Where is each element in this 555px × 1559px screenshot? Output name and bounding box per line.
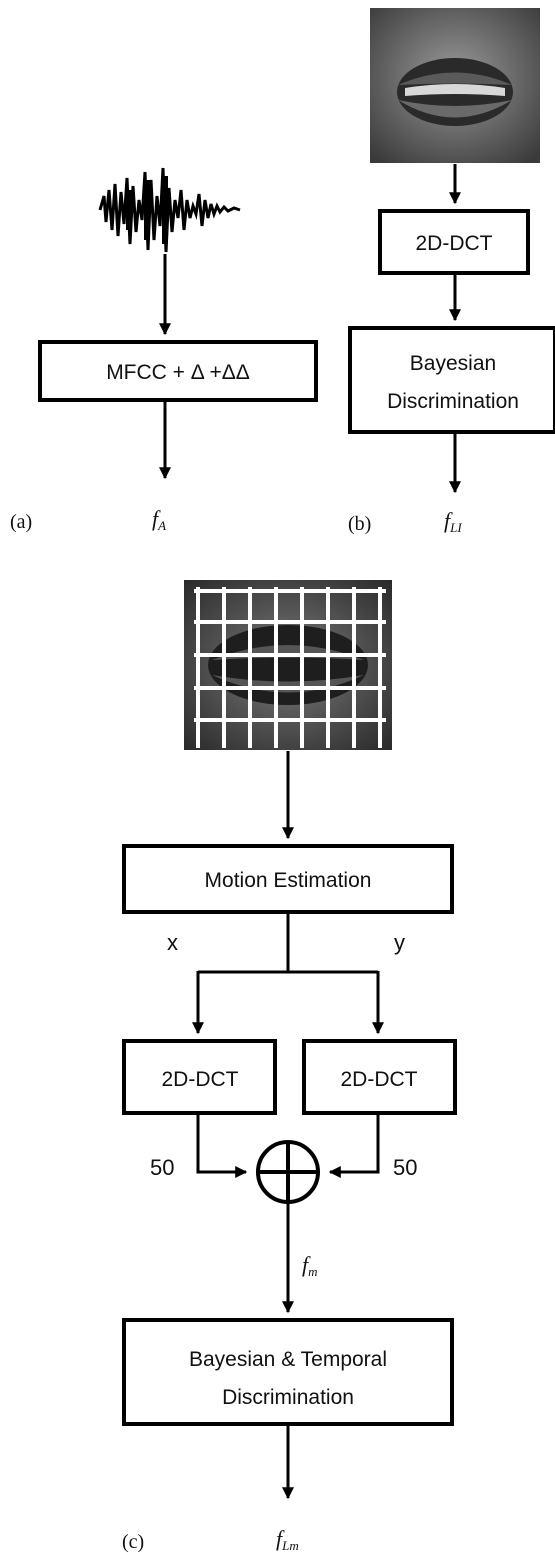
bayesian-box-b-line2: Discrimination (387, 390, 519, 413)
dct-box-b-label: 2D-DCT (416, 232, 493, 255)
mid-var-fm: fm (302, 1252, 318, 1279)
bayesian-box-b (348, 326, 555, 434)
gridded-mouth-photo-icon (184, 580, 392, 750)
motion-split-lines (198, 914, 378, 974)
bayesian-box-b-line1: Bayesian (410, 352, 496, 375)
dct-box-b (378, 209, 530, 275)
mfcc-box-label: MFCC + Δ +ΔΔ (106, 361, 250, 384)
motion-estimation-box (122, 844, 454, 914)
dct-box-right (302, 1039, 457, 1115)
panel-c-tag: (c) (122, 1531, 144, 1553)
dct-box-right-label: 2D-DCT (341, 1068, 418, 1091)
dct-box-left (122, 1039, 277, 1115)
dct-box-left-label: 2D-DCT (162, 1068, 239, 1091)
x-label: x (167, 930, 178, 955)
output-fli: fLI (444, 508, 462, 535)
left-count-label: 50 (150, 1155, 174, 1180)
output-flm: fLm (276, 1526, 299, 1553)
audio-waveform-icon (98, 167, 241, 253)
panel-b-tag: (b) (348, 513, 371, 535)
mouth-photo-icon (370, 8, 540, 163)
motion-estimation-label: Motion Estimation (205, 869, 372, 892)
y-label: y (394, 930, 405, 955)
bayesian-temporal-line2: Discrimination (222, 1386, 354, 1409)
right-count-label: 50 (393, 1155, 417, 1180)
circled-plus-icon (256, 1140, 320, 1204)
bayesian-temporal-line1: Bayesian & Temporal (189, 1348, 387, 1371)
panel-a-tag: (a) (10, 511, 32, 533)
arrow-right-dct-to-sum (328, 1115, 380, 1178)
bayesian-temporal-box (122, 1318, 454, 1426)
arrow-left-dct-to-sum (196, 1115, 248, 1178)
output-fa: fA (152, 506, 166, 533)
mfcc-box (38, 340, 318, 402)
